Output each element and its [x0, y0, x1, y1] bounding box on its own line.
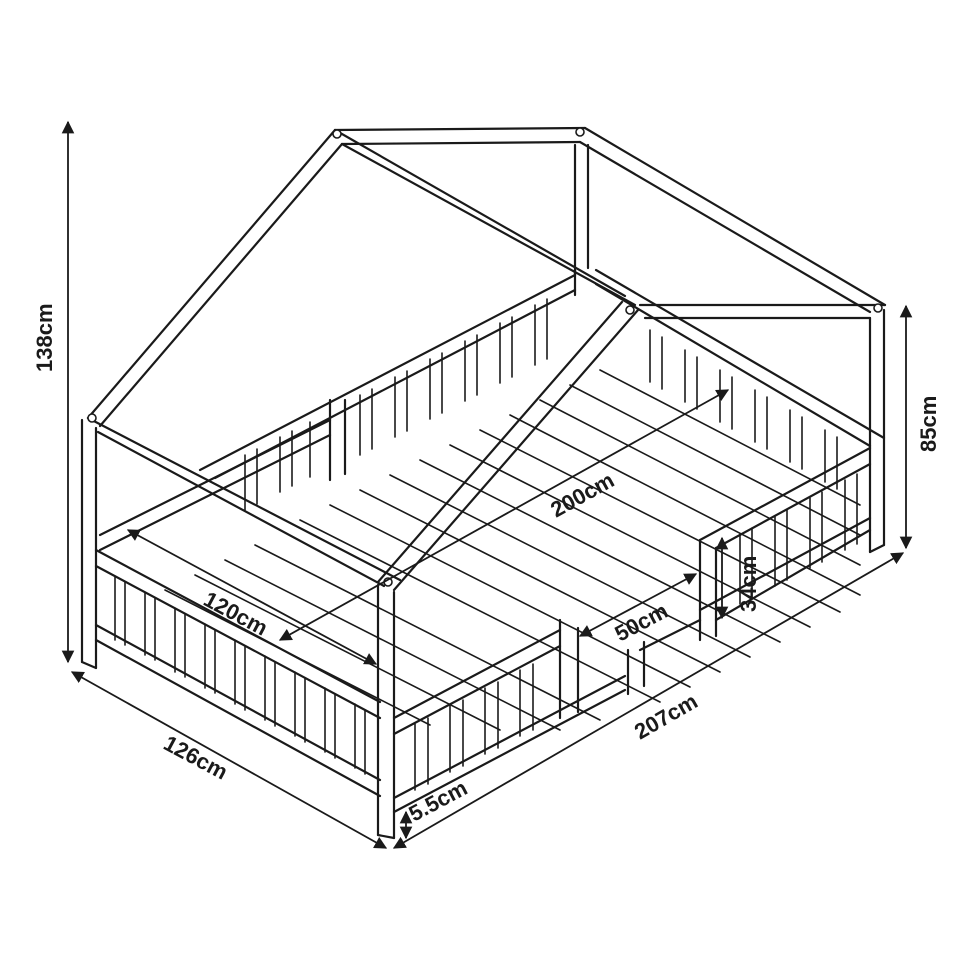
length-207-arrow [392, 552, 905, 849]
label-total-height: 138cm [32, 303, 57, 372]
label-length: 207cm [630, 688, 702, 744]
label-width: 126cm [160, 730, 232, 784]
label-mattress-length: 200cm [546, 467, 618, 522]
label-end-height: 85cm [916, 396, 941, 452]
side-rail-front [392, 618, 646, 814]
dimension-lines [61, 120, 913, 849]
back-rail [98, 268, 886, 552]
label-rail-height: 34cm [736, 556, 761, 612]
mattress-120-arrow [126, 529, 378, 665]
opening-50-arrow [578, 573, 698, 637]
width-126-arrow [70, 671, 388, 849]
label-mattress-width: 120cm [200, 586, 272, 640]
